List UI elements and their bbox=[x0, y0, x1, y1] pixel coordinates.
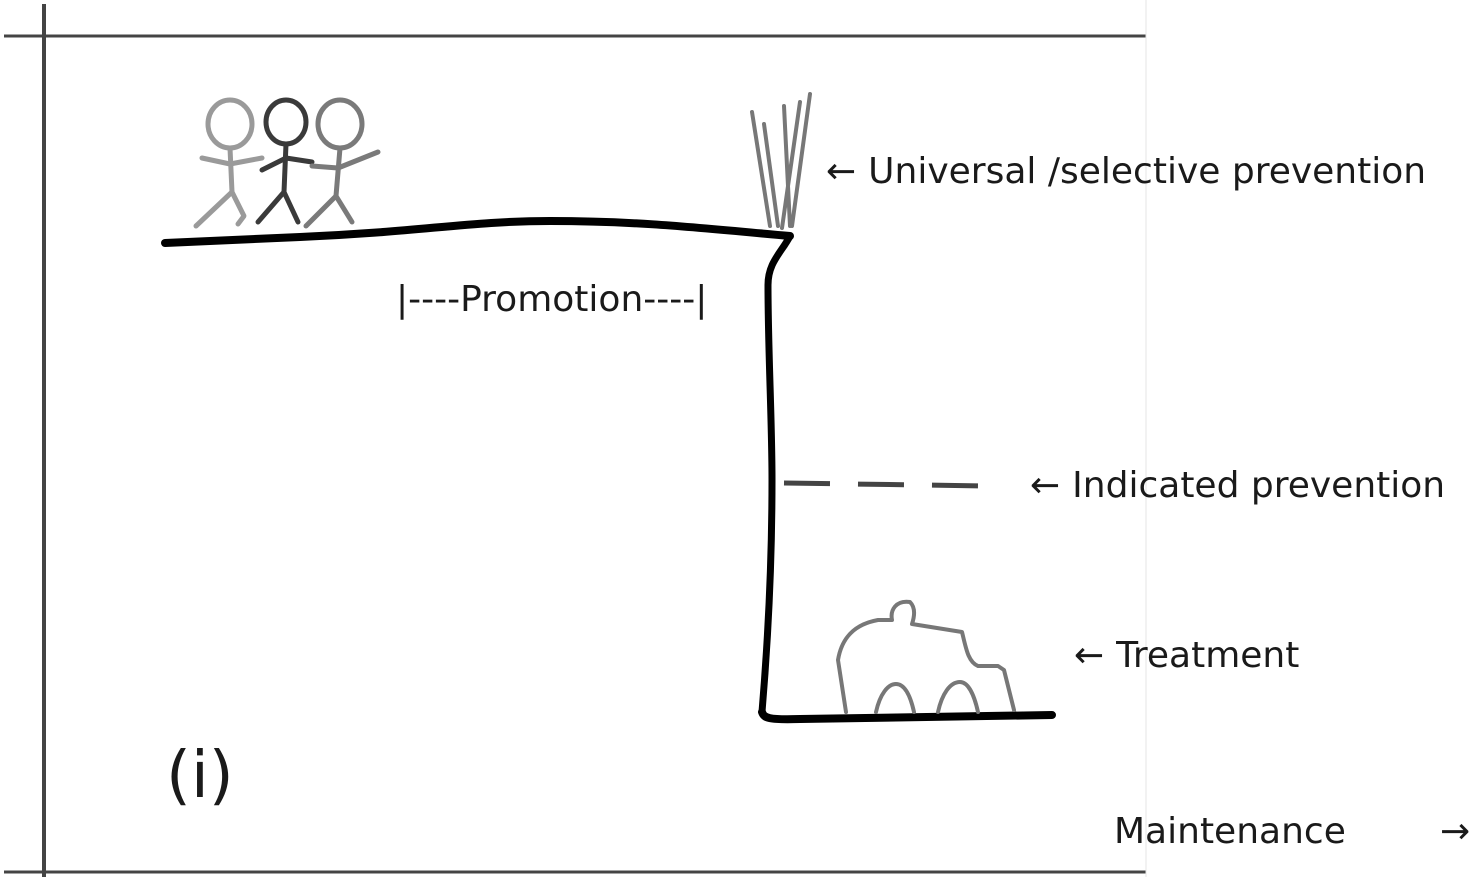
cliff-face bbox=[758, 232, 794, 716]
label-maintenance: Maintenance bbox=[1114, 811, 1346, 852]
ambulance-icon bbox=[836, 599, 1016, 714]
cliff-top-ledge bbox=[161, 216, 794, 247]
indicated-prevention-net bbox=[783, 480, 991, 489]
label-universal-text: Universal /selective prevention bbox=[868, 151, 1427, 192]
three-stick-figures-icon bbox=[193, 97, 381, 229]
label-indicated-prevention: ← Indicated prevention bbox=[1030, 468, 1445, 504]
label-promotion: |----Promotion----| bbox=[396, 279, 708, 320]
fence-icon bbox=[750, 92, 812, 230]
arrow-right-icon: → bbox=[1440, 811, 1471, 852]
label-treatment: ← Treatment bbox=[1074, 638, 1299, 674]
panel-label: (i) bbox=[166, 739, 234, 813]
arrow-left-icon: ← bbox=[1074, 635, 1105, 676]
arrow-left-icon: ← bbox=[826, 151, 857, 192]
label-indicated-text: Indicated prevention bbox=[1072, 465, 1446, 506]
label-universal-selective-prevention: ← Universal /selective prevention bbox=[826, 154, 1426, 190]
valley-floor bbox=[758, 708, 1056, 724]
label-treatment-text: Treatment bbox=[1116, 635, 1300, 676]
arrow-left-icon: ← bbox=[1030, 465, 1061, 506]
